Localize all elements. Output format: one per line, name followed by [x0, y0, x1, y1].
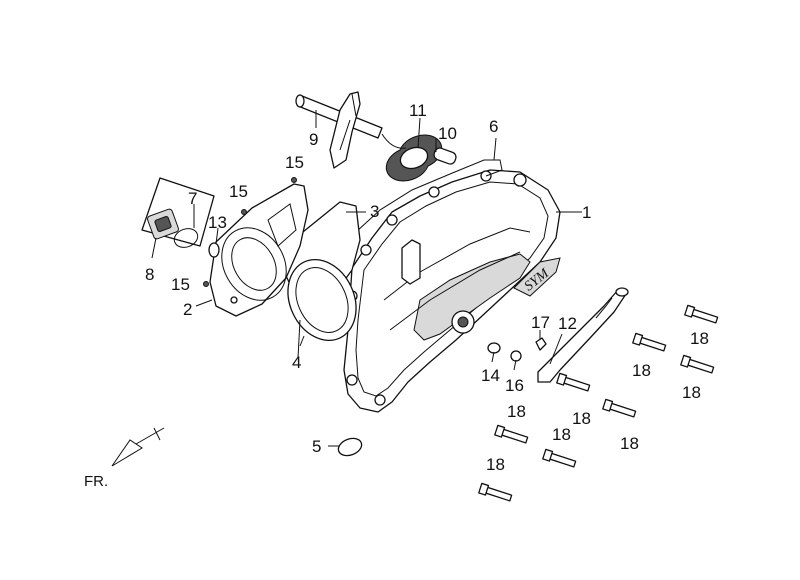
label-part-9: 9: [309, 130, 318, 149]
label-part-2: 2: [183, 300, 192, 319]
label-part-18-c: 18: [682, 383, 701, 402]
label-part-4: 4: [292, 353, 301, 372]
bolts-18: [478, 304, 719, 502]
label-part-7: 7: [188, 189, 197, 208]
washer: [208, 242, 220, 258]
washer-14: [487, 342, 501, 354]
label-part-18-f: 18: [552, 425, 571, 444]
label-part-15-mid: 15: [229, 182, 248, 201]
label-part-18-e: 18: [507, 402, 526, 421]
screw-15-mid: [241, 209, 247, 215]
label-part-13: 13: [208, 213, 227, 232]
label-part-11: 11: [409, 101, 427, 120]
direction-label: FR.: [84, 473, 108, 490]
label-part-17: 17: [531, 313, 550, 332]
label-part-1: 1: [582, 203, 591, 222]
label-part-10: 10: [438, 124, 457, 143]
label-part-3: 3: [370, 202, 379, 221]
label-part-15-low: 15: [171, 275, 190, 294]
label-part-6: 6: [489, 117, 498, 136]
outer-cover-plate: [209, 183, 309, 317]
label-part-5: 5: [312, 437, 321, 456]
crankcase-cover: SYM: [343, 169, 561, 413]
screw-15-top: [291, 177, 297, 183]
kick-shaft-assembly: [295, 91, 457, 182]
plug: [337, 437, 363, 457]
screw-15-low: [203, 281, 209, 287]
label-part-14: 14: [481, 366, 500, 385]
label-part-15-top: 15: [285, 153, 304, 172]
label-part-16: 16: [505, 376, 524, 395]
label-part-12: 12: [558, 314, 577, 333]
inner-gasket: [287, 258, 357, 342]
front-direction-arrow-icon: [111, 427, 165, 467]
cover-gasket: [335, 159, 503, 263]
label-part-18-a: 18: [690, 329, 709, 348]
label-part-18-b: 18: [632, 361, 651, 380]
leader-lines: [151, 110, 582, 447]
label-part-18-d: 18: [572, 409, 591, 428]
label-part-18-g: 18: [620, 434, 639, 453]
label-part-8: 8: [145, 265, 154, 284]
bolt-17: [535, 337, 547, 351]
nut-16: [510, 350, 522, 362]
starter-bracket: [141, 177, 215, 248]
label-part-18-h: 18: [486, 455, 505, 474]
kick-lever: [537, 287, 629, 383]
